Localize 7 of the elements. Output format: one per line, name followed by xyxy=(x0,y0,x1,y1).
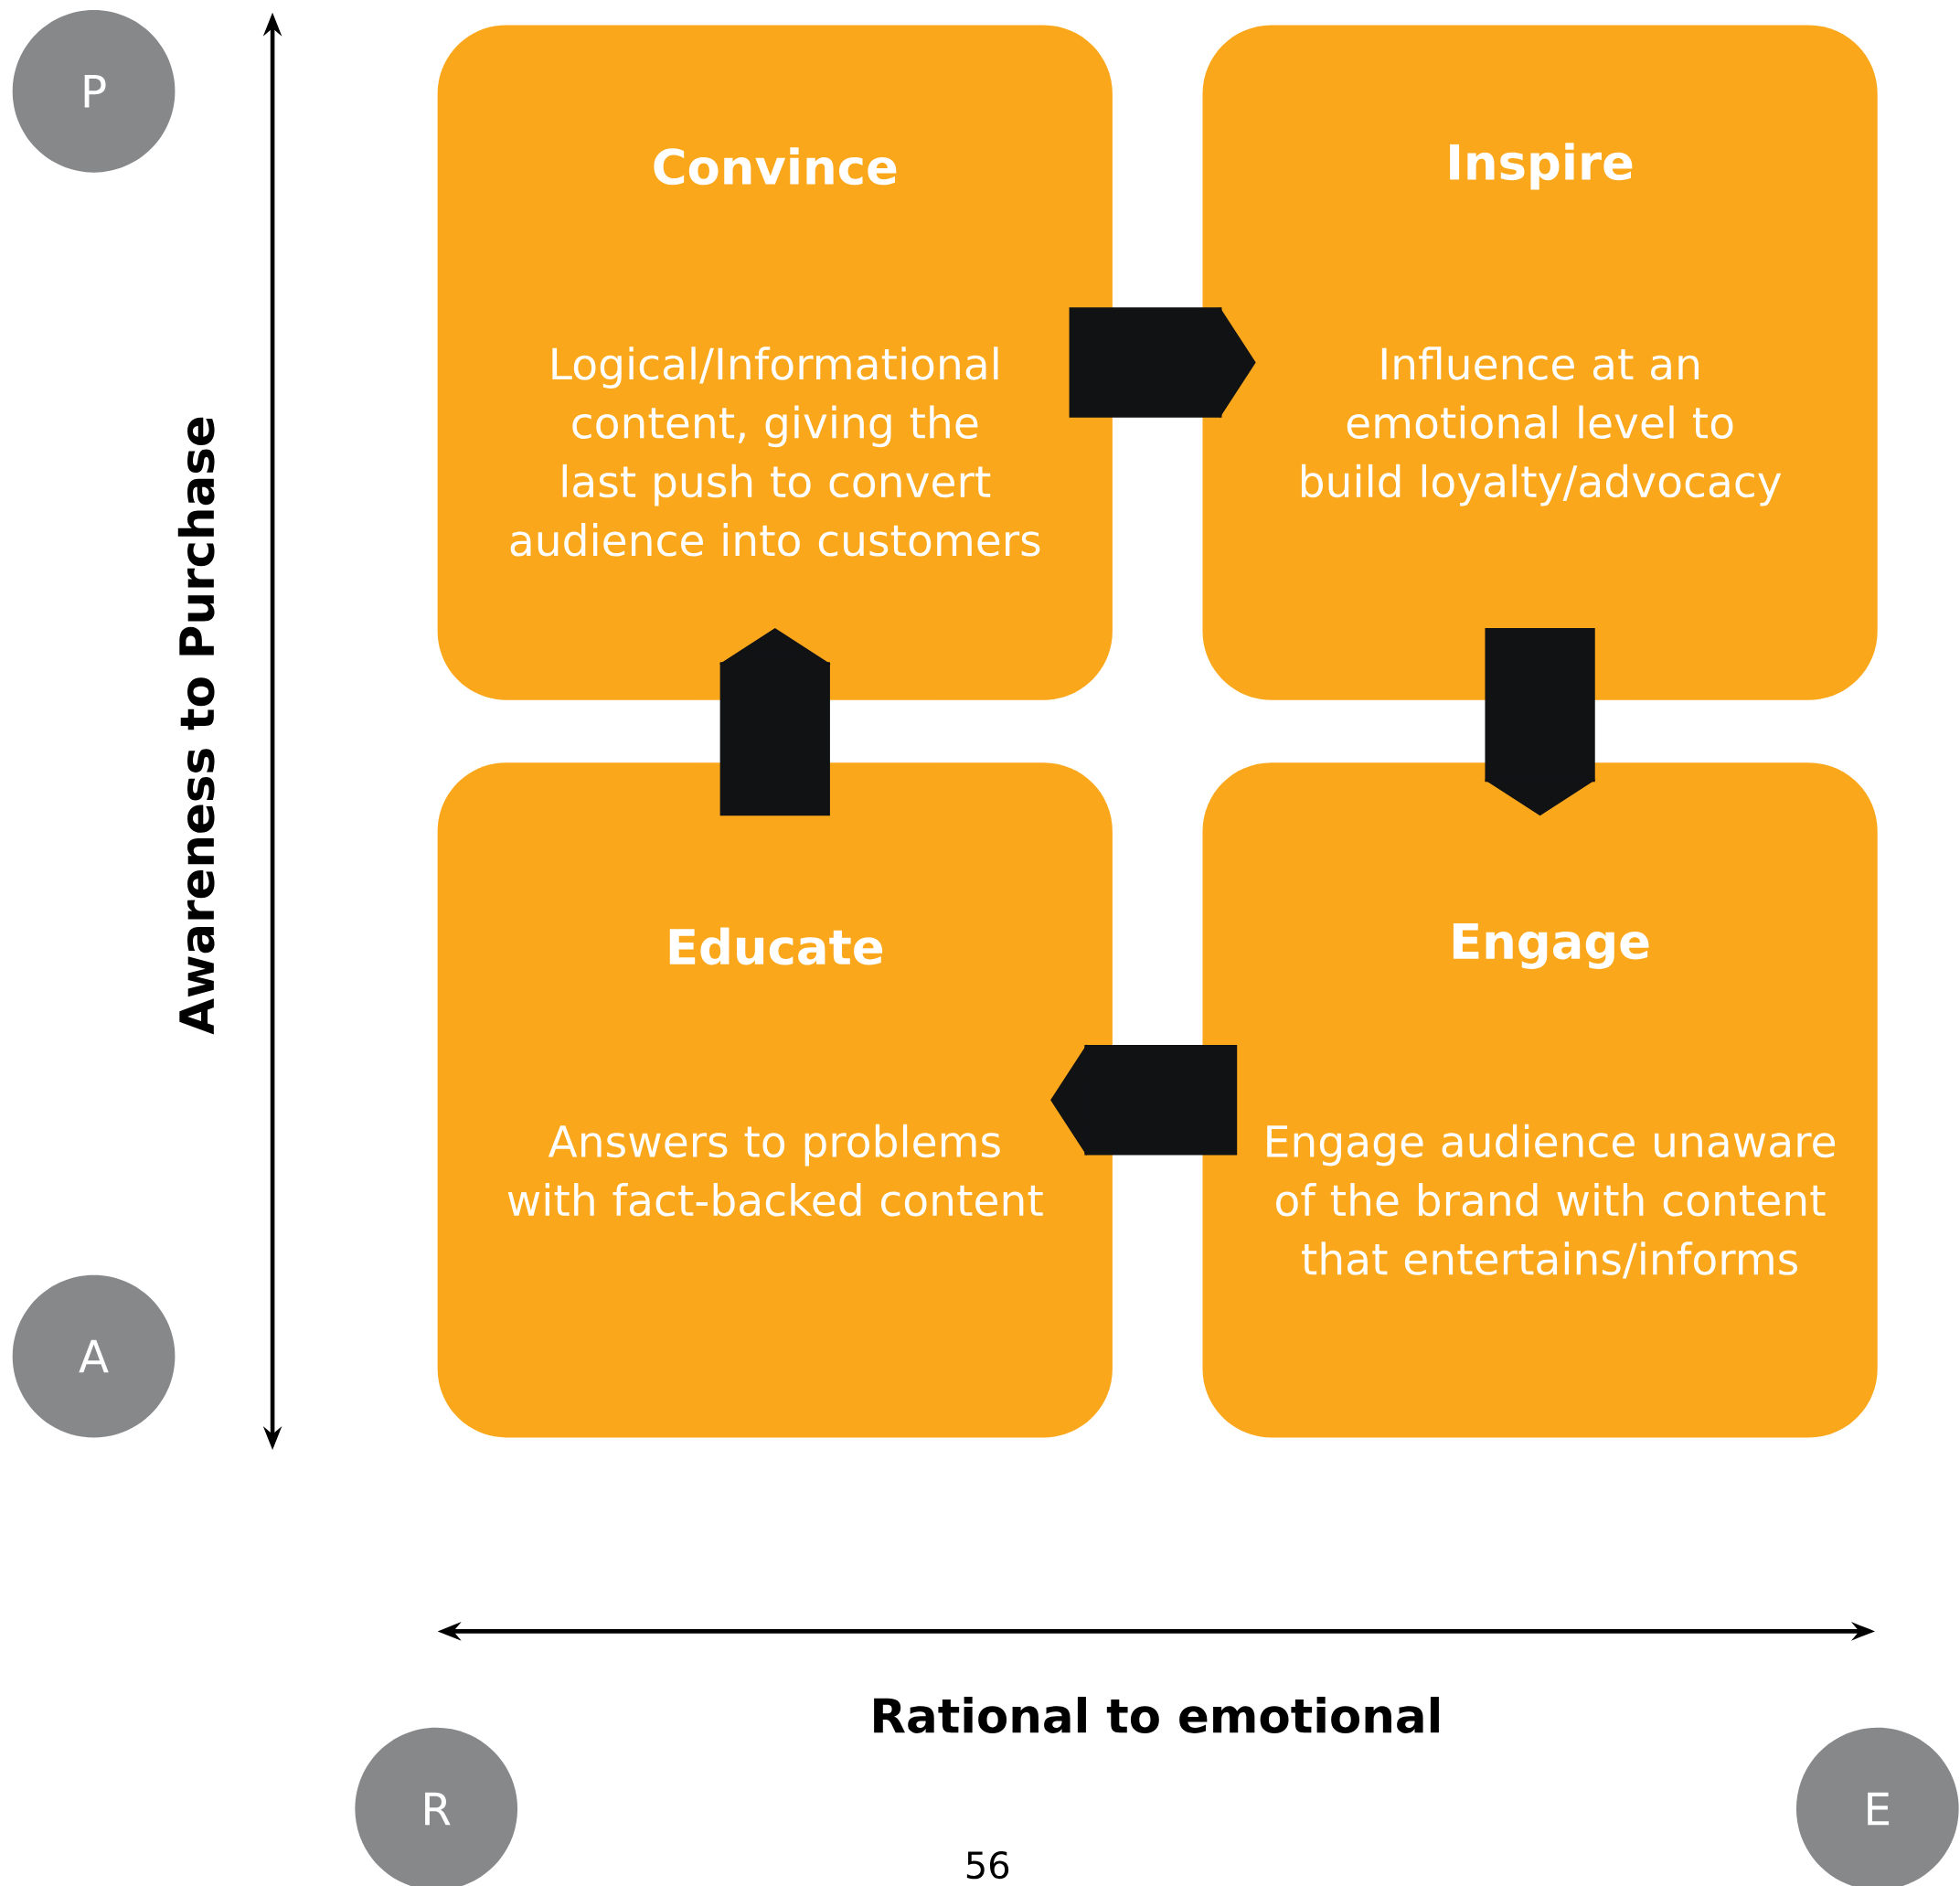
stage-card: Convince Logical/Informational content, giving the last push to convert audience into customers xyxy=(437,25,1113,700)
page-number: 56 xyxy=(966,1850,1009,1880)
stage-card: Engage Engage audience unaware of the brand with content that entertains/informs xyxy=(1202,762,1878,1438)
axis-label: Rational to emotional xyxy=(874,1696,1439,1733)
stage-card: Educate Answers to problems with fact-backed content xyxy=(437,762,1113,1438)
stage-card: Inspire Influence at an emotional level to build loyalty/advocacy xyxy=(1202,25,1878,700)
axis-label: Awareness to Purchase xyxy=(177,417,215,1035)
